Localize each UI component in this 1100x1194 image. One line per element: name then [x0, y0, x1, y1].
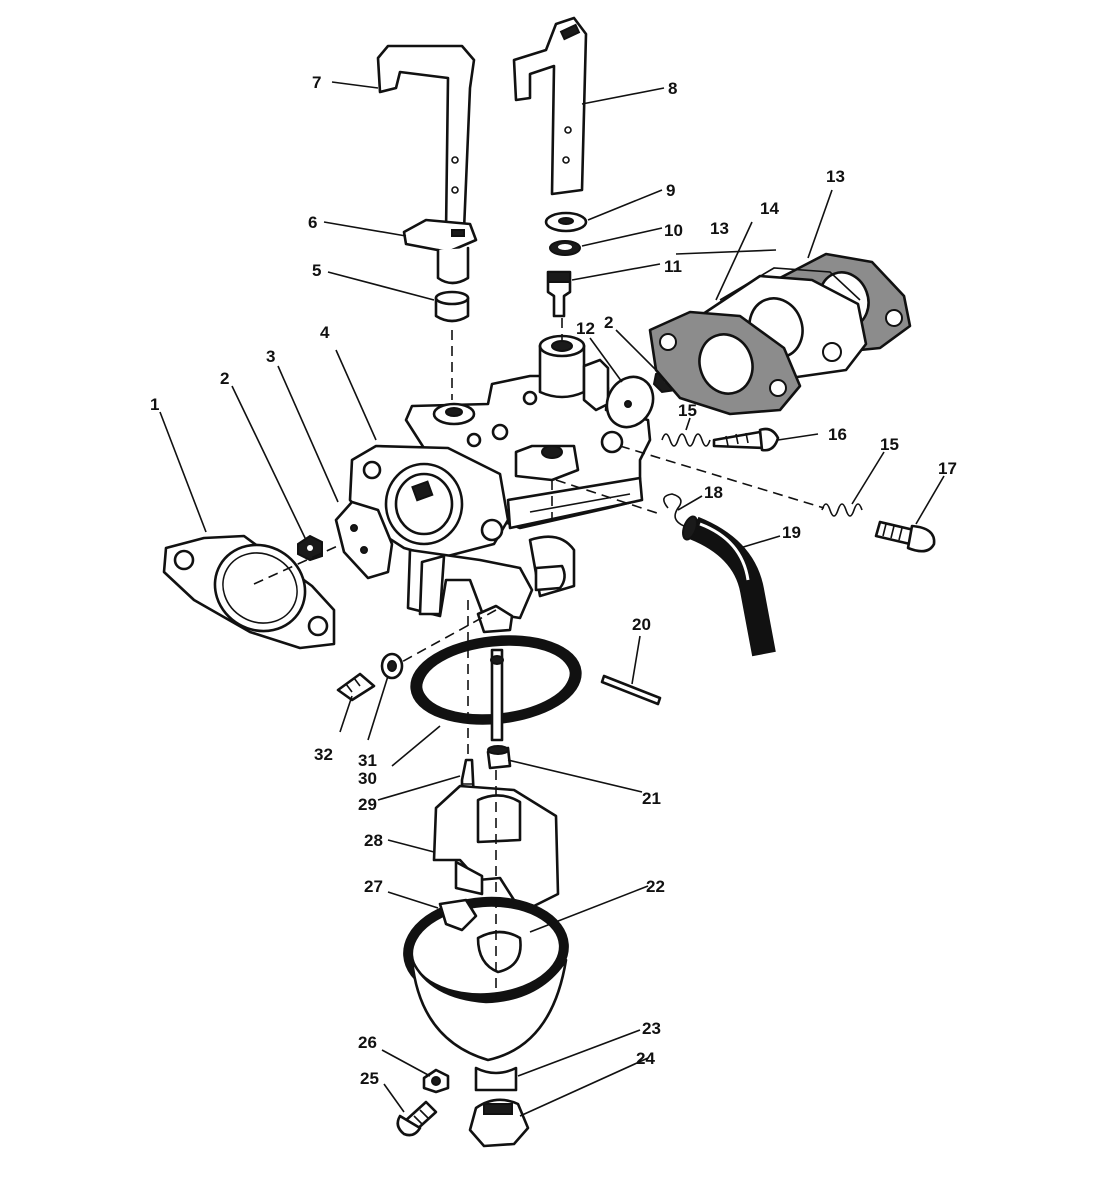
callout-23: 23: [642, 1019, 661, 1038]
part-19-fuel-hose: [682, 515, 776, 657]
callout-9: 9: [666, 181, 675, 200]
callout-19: 19: [782, 523, 801, 542]
callout-25: 25: [360, 1069, 379, 1088]
part-16-idle-screw: [712, 427, 780, 452]
part-20-pin: [600, 674, 662, 706]
callout-17: 17: [938, 459, 957, 478]
part-17-screw: [874, 520, 936, 553]
part-6-lever-plate: [402, 218, 478, 285]
callout-13-rear: 13: [826, 167, 845, 186]
callout-16: 16: [828, 425, 847, 444]
callout-28: 28: [364, 831, 383, 850]
callout-26: 26: [358, 1033, 377, 1052]
part-23-stem: [474, 1066, 518, 1092]
callout-1: 1: [150, 395, 159, 414]
callout-15-upper: 15: [678, 401, 697, 420]
leader-lines: [159, 81, 945, 1117]
part-8-throttle-shaft: [512, 16, 588, 196]
part-24-drain-nut: [468, 1098, 530, 1148]
callout-10: 10: [664, 221, 683, 240]
part-15-spring-upper: [661, 433, 711, 447]
callout-24: 24: [636, 1049, 655, 1068]
callout-15-lower: 15: [880, 435, 899, 454]
callout-22: 22: [646, 877, 665, 896]
part-10-seal: [549, 240, 581, 256]
callout-2-left: 2: [220, 369, 229, 388]
callout-27: 27: [364, 877, 383, 896]
callout-11: 11: [664, 257, 682, 276]
part-13-gasket-front: [648, 310, 802, 416]
callout-21: 21: [642, 789, 661, 808]
part-2-nut-left: [297, 534, 323, 562]
callout-4: 4: [320, 323, 330, 342]
callout-13-front: 13: [710, 219, 729, 238]
callout-labels: 7 8 6 5 9 10 11 13 14 13 4 12 2 3 2 1 15…: [150, 73, 957, 1088]
part-9-washer: [544, 211, 588, 233]
part-5-bushing: [434, 290, 470, 323]
assembly-axes: [253, 318, 825, 1000]
part-15-spring-lower: [821, 503, 863, 517]
part-12-diaphragm: [605, 375, 655, 429]
part-32-screw: [336, 672, 376, 702]
part-27-float-bowl: [403, 896, 569, 1062]
callout-3: 3: [266, 347, 275, 366]
part-4-carburetor-body: [348, 334, 652, 620]
callout-6: 6: [308, 213, 317, 232]
part-3-choke-plate: [334, 500, 394, 580]
callout-2-right: 2: [604, 313, 613, 332]
part-11-jet: [546, 270, 572, 318]
part-7-choke-shaft: [376, 44, 476, 234]
part-float-valve-pin: [476, 604, 514, 742]
part-21-needle-valve: [486, 745, 512, 770]
callout-31: 31: [358, 751, 377, 770]
part-26-washer: [422, 1068, 450, 1094]
part-28-float: [432, 784, 560, 908]
callout-20: 20: [632, 615, 651, 634]
part-18-clip: [663, 493, 685, 527]
part-25-bolt: [396, 1100, 438, 1137]
part-31-washer: [380, 652, 404, 680]
callout-18: 18: [704, 483, 723, 502]
part-1-gasket: [162, 534, 336, 650]
callout-5: 5: [312, 261, 321, 280]
callout-30: 30: [358, 769, 377, 788]
callout-32: 32: [314, 745, 333, 764]
callout-7: 7: [312, 73, 321, 92]
callout-29: 29: [358, 795, 377, 814]
callout-12: 12: [576, 319, 595, 338]
callout-14: 14: [760, 199, 779, 218]
callout-8: 8: [668, 79, 677, 98]
